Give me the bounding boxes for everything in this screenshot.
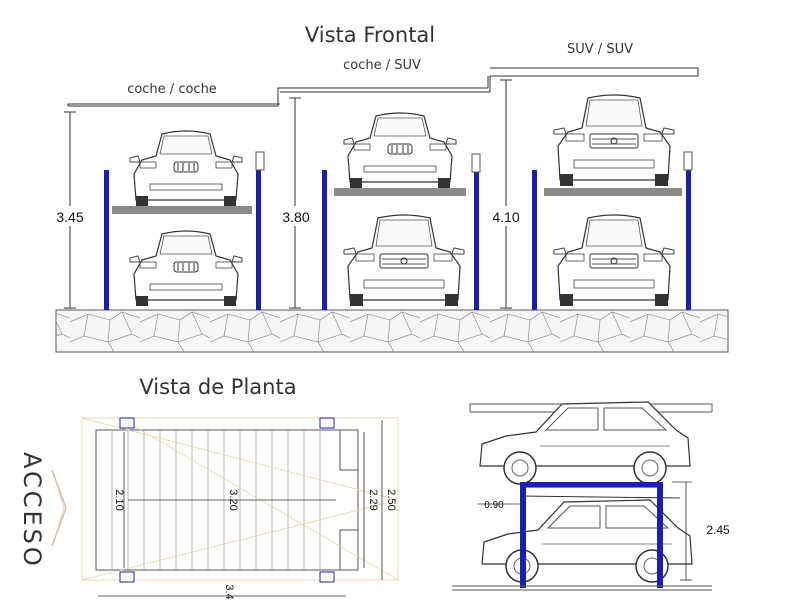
lift-post bbox=[474, 170, 479, 310]
post-plan bbox=[319, 571, 335, 583]
plan-outline bbox=[81, 417, 399, 581]
suv-side-upper bbox=[479, 401, 691, 485]
lift-post bbox=[322, 170, 327, 310]
height-dim-2: 3.80 bbox=[272, 97, 320, 309]
front-view: Vista Frontal coche / coche coche / SUV … bbox=[46, 23, 729, 353]
dim-width-a: 2.10 bbox=[113, 489, 125, 510]
bay-label-1: coche / coche bbox=[127, 82, 217, 97]
dim-width-b: 2.29 bbox=[367, 489, 379, 510]
lift-post bbox=[686, 170, 691, 310]
post-plan bbox=[319, 417, 335, 429]
lift-post bbox=[520, 482, 526, 588]
front-view-title: Vista Frontal bbox=[305, 23, 435, 47]
post-plan bbox=[119, 417, 135, 429]
suv-lower bbox=[553, 214, 675, 307]
plan-view: Vista de Planta ACCESO 2.10 bbox=[18, 375, 399, 600]
side-view: 0.90 2.45 bbox=[452, 401, 730, 591]
dim-depth: 3.20 bbox=[227, 489, 239, 510]
dim-width-c: 2.50 bbox=[385, 489, 397, 510]
dim-offset: 0.90 bbox=[484, 500, 504, 511]
lift-post bbox=[256, 170, 261, 310]
roof-outline-3 bbox=[489, 67, 699, 92]
car-upper bbox=[129, 130, 243, 207]
suv-upper bbox=[553, 94, 675, 187]
lift-post bbox=[532, 170, 537, 310]
height-value-3: 4.10 bbox=[492, 209, 519, 225]
plan-view-title: Vista de Planta bbox=[139, 375, 296, 399]
lift-platform bbox=[334, 188, 466, 196]
bay-label-2: coche / SUV bbox=[343, 58, 421, 73]
suv-lower bbox=[343, 214, 465, 307]
car-lower bbox=[129, 230, 243, 307]
post-plan bbox=[119, 571, 135, 583]
access-label: ACCESO bbox=[18, 452, 46, 569]
lift-platform bbox=[112, 206, 252, 214]
height-value-2: 3.80 bbox=[282, 209, 309, 225]
bay-2-lift bbox=[322, 112, 481, 310]
height-dim-1: 3.45 bbox=[46, 111, 94, 309]
bay-label-3: SUV / SUV bbox=[567, 42, 633, 57]
dim-height: 2.45 bbox=[706, 523, 730, 537]
diagonal-lines bbox=[81, 417, 399, 581]
lift-platform bbox=[544, 188, 682, 196]
lift-post bbox=[657, 482, 663, 588]
lift-beam bbox=[520, 482, 663, 487]
car-upper bbox=[343, 112, 457, 189]
lift-post bbox=[104, 170, 109, 310]
height-value-1: 3.45 bbox=[56, 209, 83, 225]
dim-bottom: 3.4 bbox=[223, 584, 235, 599]
bay-3-lift bbox=[532, 94, 693, 310]
bay-1-lift bbox=[104, 130, 265, 310]
height-dim-3: 4.10 bbox=[484, 79, 532, 309]
